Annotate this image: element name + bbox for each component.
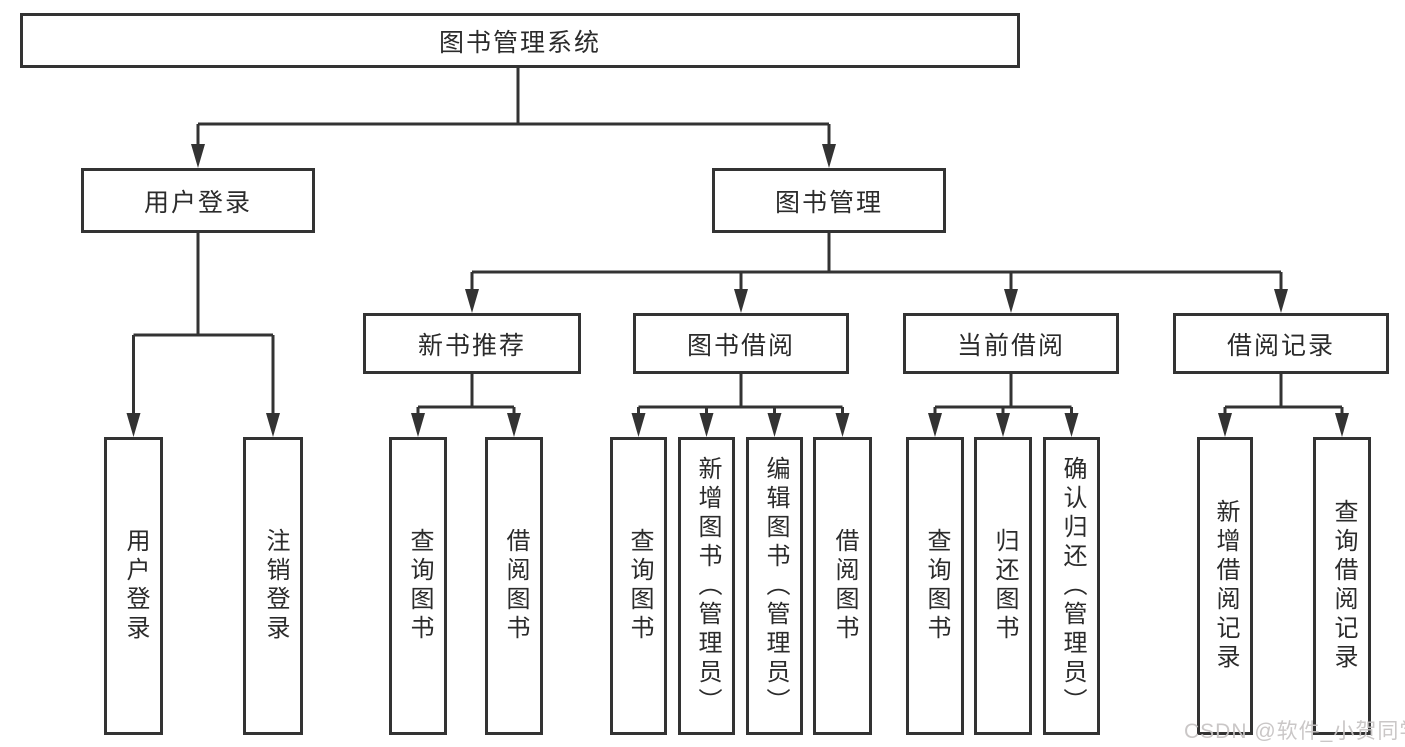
leaf-borrow-books-recommend: 借阅图书 <box>485 437 543 735</box>
node-borrowing-records: 借阅记录 <box>1173 313 1389 374</box>
node-user-login: 用户登录 <box>81 168 315 233</box>
leaf-query-books-borrow: 查询图书 <box>610 437 667 735</box>
leaf-user-login: 用户登录 <box>104 437 163 735</box>
node-new-book-recommendation: 新书推荐 <box>363 313 581 374</box>
leaf-add-books-admin: 新增图书（管理员） <box>678 437 735 735</box>
leaf-confirm-return-admin: 确认归还（管理员） <box>1043 437 1100 735</box>
leaf-return-books: 归还图书 <box>974 437 1032 735</box>
arrowheads <box>126 144 1349 437</box>
node-root-library-system: 图书管理系统 <box>20 13 1020 68</box>
leaf-query-books-current: 查询图书 <box>906 437 964 735</box>
leaf-logout: 注销登录 <box>243 437 303 735</box>
node-current-borrowing: 当前借阅 <box>903 313 1119 374</box>
node-book-management: 图书管理 <box>712 168 946 233</box>
leaf-query-borrow-record: 查询借阅记录 <box>1313 437 1371 735</box>
leaf-borrow-books: 借阅图书 <box>813 437 872 735</box>
node-book-borrowing: 图书借阅 <box>633 313 849 374</box>
leaf-add-borrow-record: 新增借阅记录 <box>1197 437 1253 735</box>
leaf-query-books-recommend: 查询图书 <box>389 437 447 735</box>
csdn-watermark: CSDN @软件_小贺同学 <box>1184 720 1405 743</box>
leaf-edit-books-admin: 编辑图书（管理员） <box>746 437 803 735</box>
